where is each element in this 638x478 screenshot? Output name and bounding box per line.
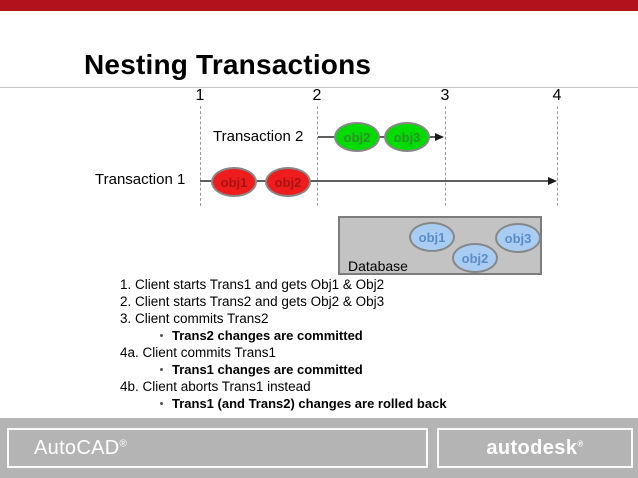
- transaction2-obj2-label: obj2: [343, 129, 371, 145]
- timeline-gridline-1: [200, 106, 201, 206]
- autodesk-logo-box: autodesk®: [437, 428, 633, 468]
- transaction2-obj3-ellipse: obj3: [384, 122, 430, 152]
- database-obj3-ellipse: obj3: [495, 223, 541, 253]
- timeline-tick-3: 3: [440, 87, 450, 104]
- autodesk-logo-text: autodesk: [486, 436, 578, 459]
- step-item: 1. Client starts Trans1 and gets Obj1 & …: [120, 277, 385, 292]
- transaction1-obj1-ellipse: obj1: [211, 167, 257, 197]
- transaction2-obj2-ellipse: obj2: [334, 122, 380, 152]
- registered-mark-icon: ®: [577, 438, 584, 448]
- top-red-bar: [0, 0, 638, 11]
- step-sub-bullet-text: Trans1 (and Trans2) changes are rolled b…: [172, 396, 447, 411]
- step-item: 2. Client starts Trans2 and gets Obj2 & …: [120, 294, 385, 309]
- timeline-tick-1: 1: [195, 87, 205, 104]
- step-item: 4b. Client aborts Trans1 instead: [120, 379, 311, 394]
- transaction2-obj3-label: obj3: [393, 129, 421, 145]
- step-item: 3. Client commits Trans2: [120, 311, 269, 326]
- timeline-gridline-3: [445, 106, 446, 206]
- autocad-logo-box: AutoCAD®: [7, 428, 428, 468]
- autocad-logo: AutoCAD®: [34, 437, 127, 460]
- timeline-gridline-2: [317, 106, 318, 206]
- transaction1-arrowhead-icon: [548, 177, 557, 185]
- step-sub-bullet-text: Trans2 changes are committed: [172, 328, 363, 343]
- step-sub-bullet: Trans2 changes are committed: [160, 328, 363, 343]
- transaction1-timeline: [200, 180, 549, 182]
- autodesk-logo: autodesk®: [486, 437, 583, 460]
- database-obj1-label: obj1: [418, 229, 446, 245]
- database-obj2-label: obj2: [461, 250, 489, 266]
- autocad-logo-text: AutoCAD: [34, 436, 120, 459]
- step-sub-bullet-text: Trans1 changes are committed: [172, 362, 363, 377]
- timeline-tick-4: 4: [552, 87, 562, 104]
- transaction1-label: Transaction 1: [95, 171, 186, 188]
- database-obj3-label: obj3: [504, 230, 532, 246]
- transaction2-label: Transaction 2: [213, 128, 304, 145]
- step-sub-bullet: Trans1 (and Trans2) changes are rolled b…: [160, 396, 447, 411]
- transaction1-obj1-label: obj1: [220, 174, 248, 190]
- database-obj2-ellipse: obj2: [452, 243, 498, 273]
- timeline-gridline-4: [557, 106, 558, 206]
- timeline-tick-2: 2: [312, 87, 322, 104]
- title-divider: [0, 87, 638, 88]
- database-obj1-ellipse: obj1: [409, 222, 455, 252]
- database-label: Database: [348, 258, 408, 274]
- registered-mark-icon: ®: [119, 437, 128, 449]
- footer-band: AutoCAD® autodesk®: [0, 418, 638, 478]
- transaction2-arrowhead-icon: [435, 133, 444, 141]
- bullet-dot-icon: [160, 402, 163, 405]
- step-item: 4a. Client commits Trans1: [120, 345, 277, 360]
- step-sub-bullet: Trans1 changes are committed: [160, 362, 363, 377]
- bullet-dot-icon: [160, 334, 163, 337]
- transaction1-obj2-ellipse: obj2: [265, 167, 311, 197]
- page-title: Nesting Transactions: [84, 49, 372, 80]
- bullet-dot-icon: [160, 368, 163, 371]
- transaction1-obj2-label: obj2: [274, 174, 302, 190]
